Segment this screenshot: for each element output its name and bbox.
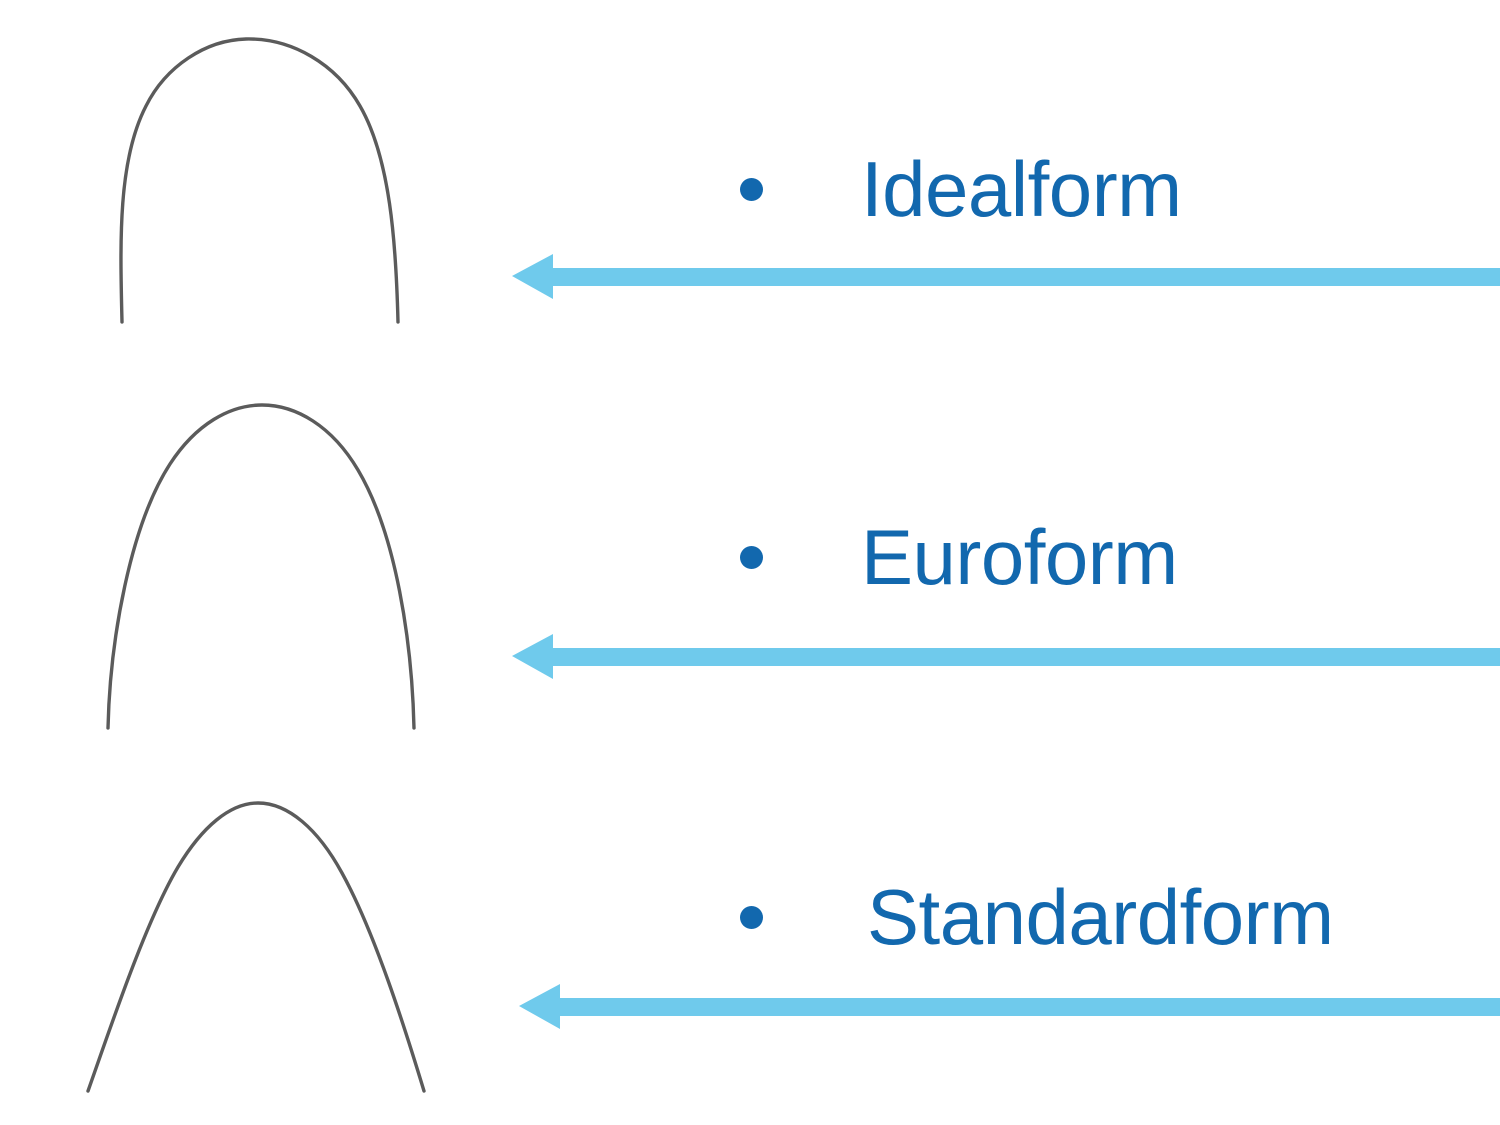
legend-label-standardform: Standardform [867,873,1334,961]
archwire-diagram-euroform [60,390,480,745]
bullet-dot-icon [740,177,763,201]
archwire-diagram-idealform [60,10,480,340]
legend-label-idealform: Idealform [861,145,1182,233]
archwire-curve [119,37,400,324]
archwire-curve [86,801,426,1093]
legend-item-idealform[interactable]: Idealform [740,150,1182,228]
arrow-shape [512,634,1500,679]
pointer-arrow-euroform [505,626,1500,686]
pointer-arrow-idealform [505,246,1500,306]
bullet-dot-icon [740,545,763,569]
archwire-diagram-standardform [60,785,480,1105]
pointer-arrow-standardform [512,976,1500,1036]
legend-label-euroform: Euroform [861,513,1178,601]
arrow-shape [519,984,1500,1029]
arrow-shape [512,254,1500,299]
archwire-curve [106,403,416,730]
bullet-dot-icon [740,905,763,929]
legend-item-standardform[interactable]: Standardform [740,878,1334,956]
legend-item-euroform[interactable]: Euroform [740,518,1178,596]
